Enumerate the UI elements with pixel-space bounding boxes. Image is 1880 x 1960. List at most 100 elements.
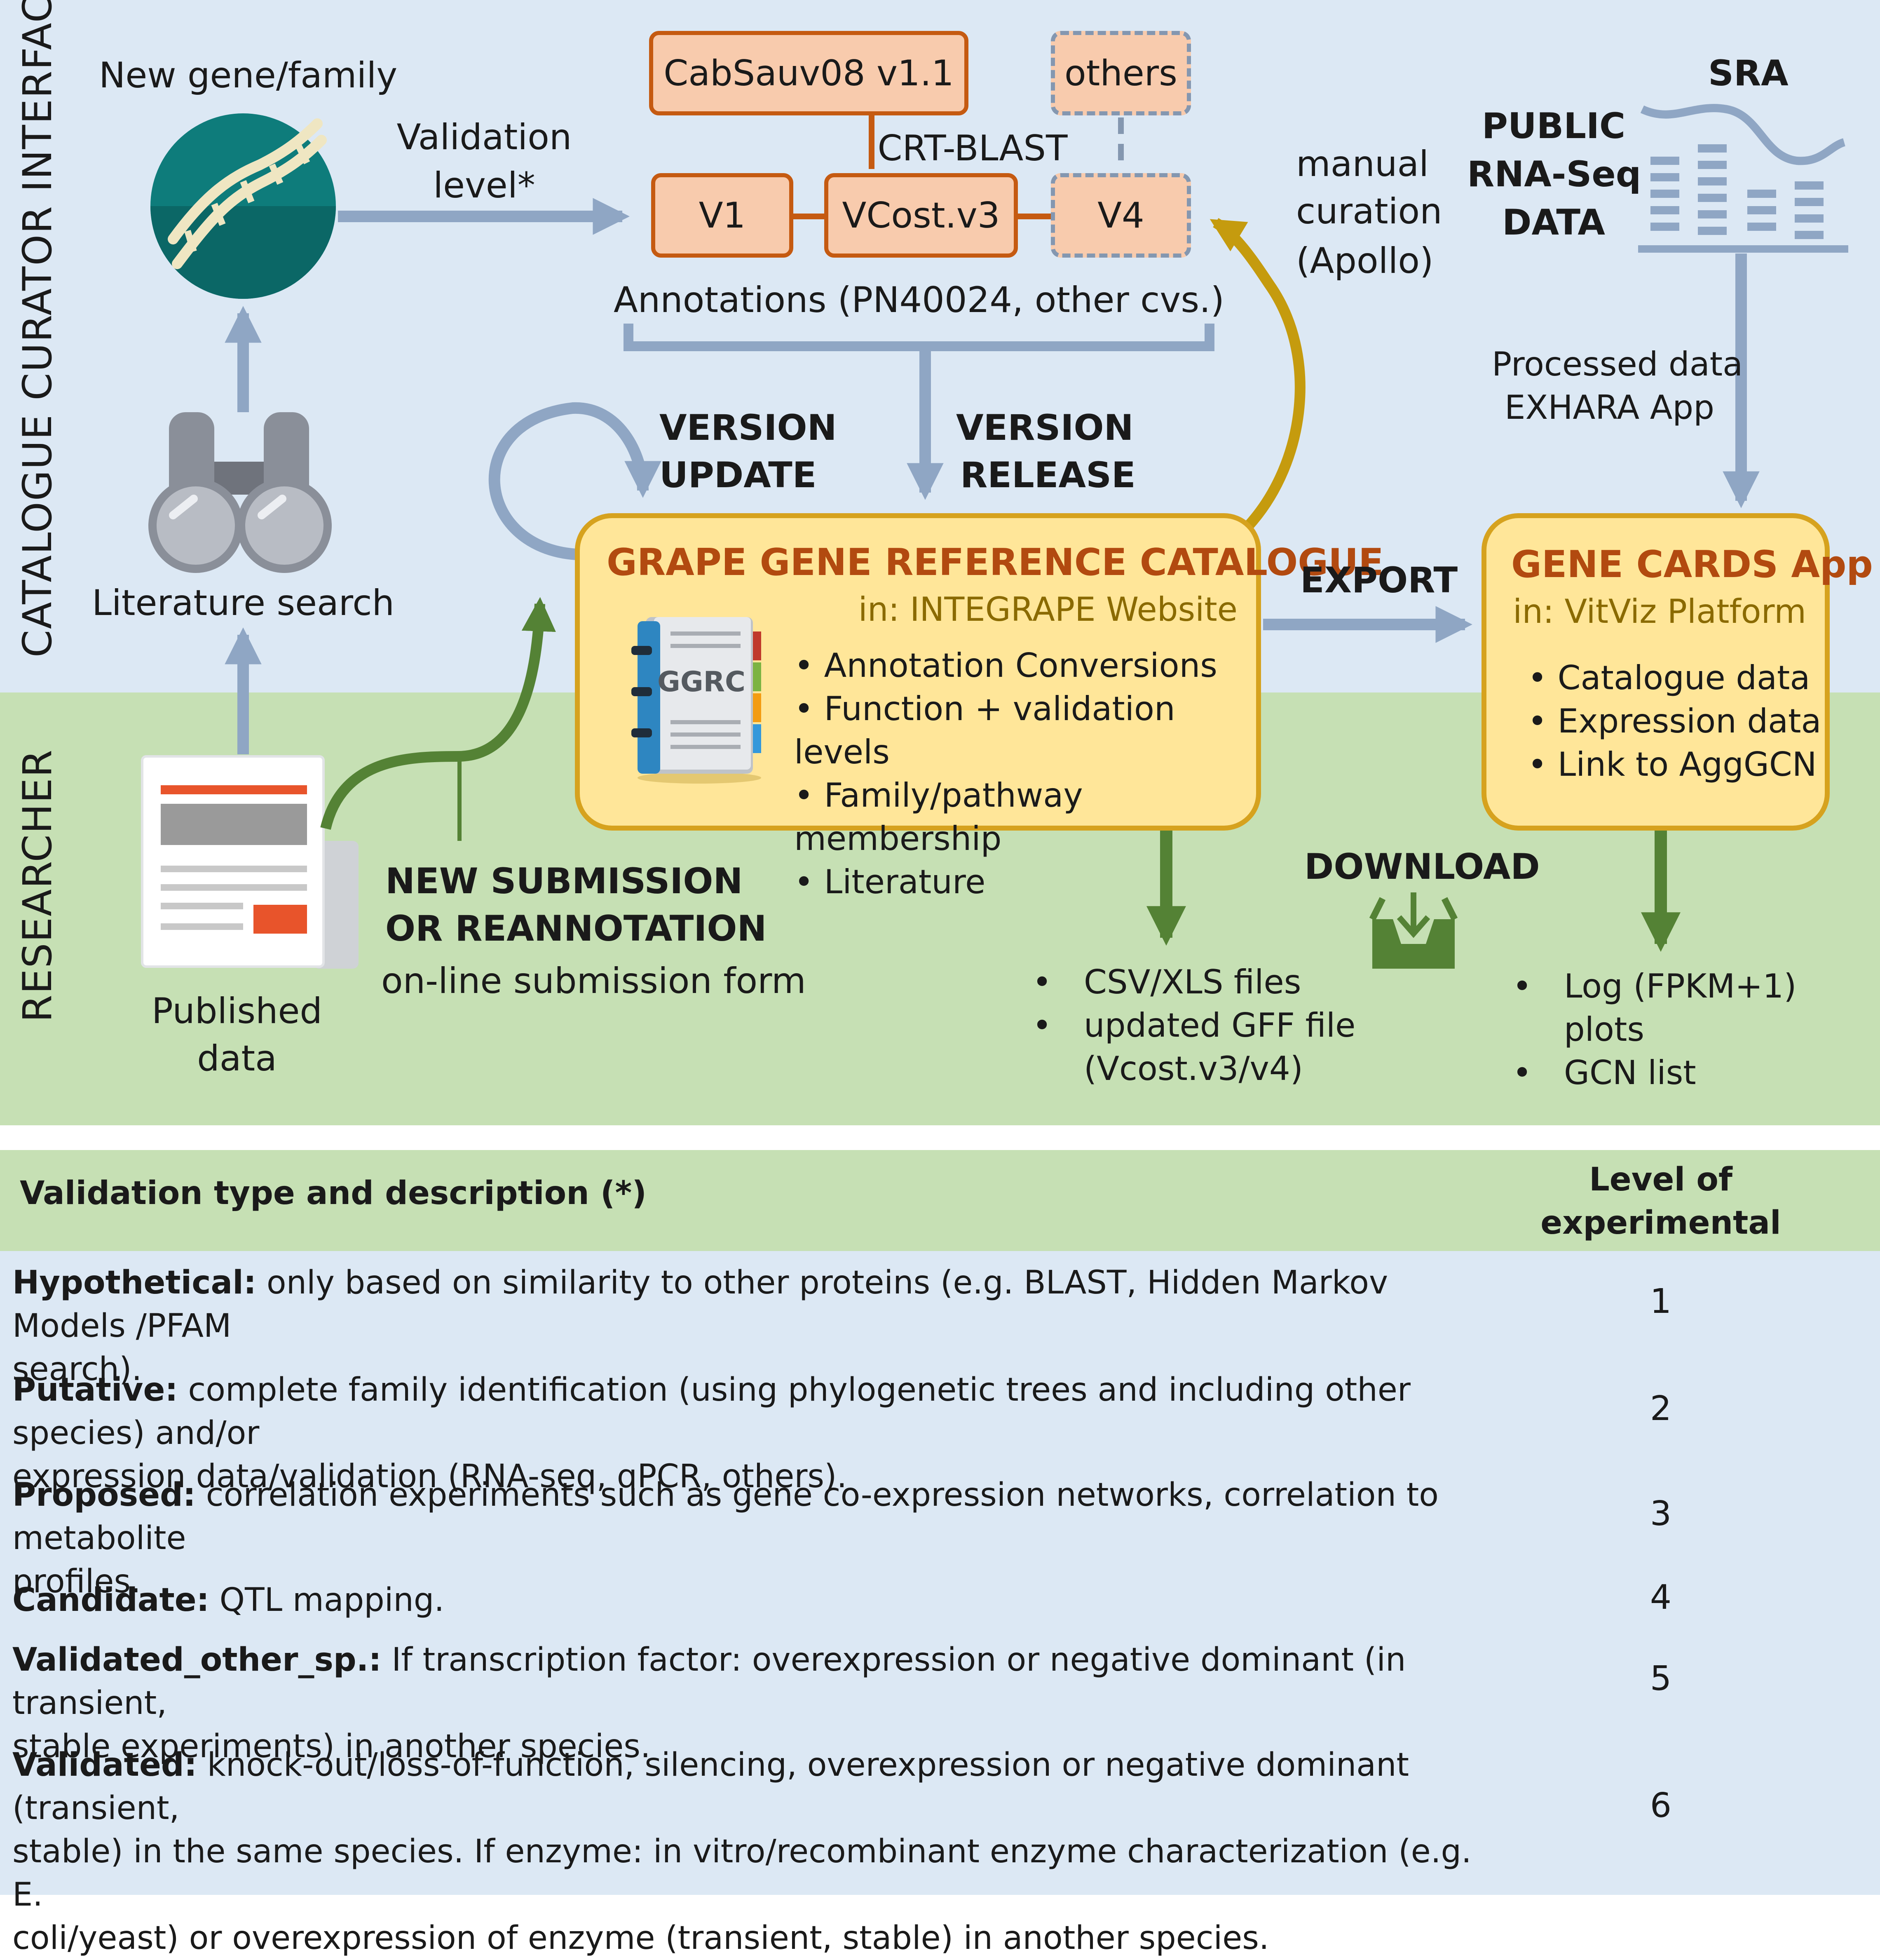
row-label: Validated_other_sp.: [12, 1641, 382, 1678]
row-text: knock-out/loss-of-function, silencing, o… [12, 1746, 1409, 1827]
annotation-bracket [624, 324, 1214, 351]
download-file-list: CSV/XLS files updated GFF file (Vcost.v3… [1032, 960, 1355, 1090]
row-description: Putative: complete family identification… [12, 1368, 1504, 1498]
row-label: Proposed: [12, 1476, 196, 1514]
output-item: GCN list [1512, 1051, 1880, 1094]
catalogue-book-icon: GGRC [631, 617, 761, 784]
binoculars-icon [148, 412, 332, 573]
arrow-manual-curation [1210, 218, 1306, 529]
curator-side-label: CATALOGUE CURATOR INTERFACE [14, 0, 61, 657]
sra-icon [1638, 104, 1848, 253]
row-label: Hypothetical: [12, 1264, 257, 1301]
row-text: coli/yeast) or overexpression of enzyme … [12, 1920, 1269, 1957]
catalogue-item: Annotation Conversions [794, 644, 1256, 687]
table-header-level-line1: Level of experimental [1540, 1161, 1781, 1242]
download-item: (Vcost.v3/v4) [1084, 1049, 1303, 1088]
arrow-version-update-loop [488, 402, 661, 560]
table-header: Validation type and description (*) Leve… [0, 1150, 1880, 1285]
processed-data-line1: Processed data [1492, 345, 1743, 383]
manual-curation-line1: manual [1296, 143, 1429, 185]
version-release-line1: VERSION [956, 407, 1134, 448]
public-data-line1: PUBLIC [1481, 106, 1626, 147]
row-text: stable) in the same species. If enzyme: … [12, 1833, 1472, 1913]
version-release-line2: RELEASE [960, 455, 1136, 496]
processed-data-line2: EXHARA App [1504, 388, 1714, 427]
row-level: 2 [1650, 1389, 1672, 1428]
gene-cards-title: GENE CARDS App [1511, 543, 1873, 586]
row-description: Candidate: QTL mapping. [12, 1579, 1504, 1622]
row-level: 3 [1650, 1494, 1672, 1533]
workflow-diagram: CATALOGUE CURATOR INTERFACE RESEARCHER N… [0, 0, 1880, 1125]
row-description: Hypothetical: only based on similarity t… [12, 1261, 1504, 1391]
public-data-line2: RNA-Seq [1467, 154, 1641, 195]
new-submission-line2: OR REANNOTATION [385, 908, 767, 949]
row-level: 6 [1650, 1786, 1672, 1825]
row-text: complete family identification (using ph… [12, 1371, 1411, 1452]
catalogue-item: Function + validation levels [794, 687, 1256, 774]
validation-level-line1: Validation [396, 117, 572, 158]
sra-label: SRA [1708, 53, 1789, 94]
annotation-others: others [1051, 31, 1191, 115]
gene-cards-feature-list: Catalogue data Expression data Link to A… [1528, 656, 1821, 786]
connector-layer [141, 104, 1848, 969]
gene-cards-output-list: Log (FPKM+1) plots GCN list [1512, 965, 1880, 1094]
download-label[interactable]: DOWNLOAD [1304, 846, 1540, 887]
row-text: profiles. [12, 1563, 141, 1600]
version-update-line1: VERSION [659, 407, 837, 448]
literature-search-label: Literature search [91, 582, 395, 624]
row-text: QTL mapping. [209, 1582, 445, 1619]
submission-form-label[interactable]: on-line submission form [381, 960, 806, 1002]
dna-icon [150, 113, 336, 299]
catalogue-icon-text: GGRC [657, 666, 745, 698]
row-text: search). [12, 1351, 142, 1388]
validation-table: Validation type and description (*) Leve… [0, 1150, 1880, 1957]
row-description: Validated_other_sp.: If transcription fa… [12, 1638, 1504, 1768]
row-label: Candidate: [12, 1582, 209, 1619]
annotation-vcost: VCost.v3 [824, 173, 1018, 258]
version-update-line2: UPDATE [659, 455, 817, 496]
gene-cards-item: Catalogue data [1528, 656, 1821, 699]
row-text: If transcription factor: overexpression … [12, 1641, 1406, 1722]
new-gene-label: New gene/family [99, 55, 398, 96]
annotation-v4: V4 [1051, 173, 1191, 258]
catalogue-feature-list: Annotation Conversions Function + valida… [794, 644, 1256, 904]
row-text: correlation experiments such as gene co-… [12, 1476, 1439, 1557]
researcher-side-label: RESEARCHER [14, 749, 61, 1022]
catalogue-title: GRAPE GENE REFERENCE CATALOGUE [607, 541, 1384, 584]
export-label: EXPORT [1300, 560, 1458, 601]
download-item: CSV/XLS files [1032, 960, 1355, 1004]
row-description: Proposed: correlation experiments such a… [12, 1474, 1504, 1603]
annotation-v1: V1 [651, 173, 793, 258]
download-icon [1369, 892, 1458, 969]
catalogue-item: Family/pathway membership [794, 774, 1256, 860]
gene-cards-subtitle: in: VitViz Platform [1513, 592, 1806, 631]
table-header-description: Validation type and description (*) [20, 1175, 647, 1212]
published-data-line1: Published [151, 991, 323, 1032]
gene-cards-box[interactable]: GENE CARDS App in: VitViz Platform Catal… [1481, 513, 1873, 831]
row-label: Putative: [12, 1371, 178, 1408]
output-item: Log (FPKM+1) plots [1512, 965, 1880, 1051]
table-body [0, 1251, 1880, 1895]
gene-cards-item: Expression data [1528, 699, 1821, 743]
document-icon [141, 755, 359, 969]
row-level: 1 [1650, 1282, 1672, 1321]
catalogue-box[interactable]: GRAPE GENE REFERENCE CATALOGUE in: INTEG… [575, 513, 1384, 901]
catalogue-subtitle: in: INTEGRAPE Website [858, 590, 1238, 629]
arrow-new-submission [320, 597, 556, 830]
published-data-line2: data [197, 1038, 277, 1079]
row-label: Validated: [12, 1746, 197, 1784]
manual-curation-line2: curation [1296, 191, 1442, 232]
row-description: Validated: knock-out/loss-of-function, s… [12, 1744, 1504, 1960]
row-text: only based on similarity to other protei… [12, 1264, 1388, 1345]
annotations-caption: Annotations (PN40024, other cvs.) [613, 279, 1225, 321]
annotation-cabsauv: CabSauv08 v1.1 [649, 31, 968, 115]
validation-level-line2: level* [433, 165, 535, 206]
row-text: stable experiments) in another species. [12, 1728, 651, 1765]
public-data-line3: DATA [1502, 202, 1605, 243]
new-submission-line1: NEW SUBMISSION [385, 861, 743, 902]
row-level: 5 [1650, 1659, 1672, 1698]
gene-cards-item: Link to AggGCN [1528, 743, 1821, 786]
catalogue-item: Literature [794, 860, 1256, 904]
row-level: 4 [1650, 1577, 1672, 1617]
crt-blast-label: CRT-BLAST [877, 128, 1068, 169]
